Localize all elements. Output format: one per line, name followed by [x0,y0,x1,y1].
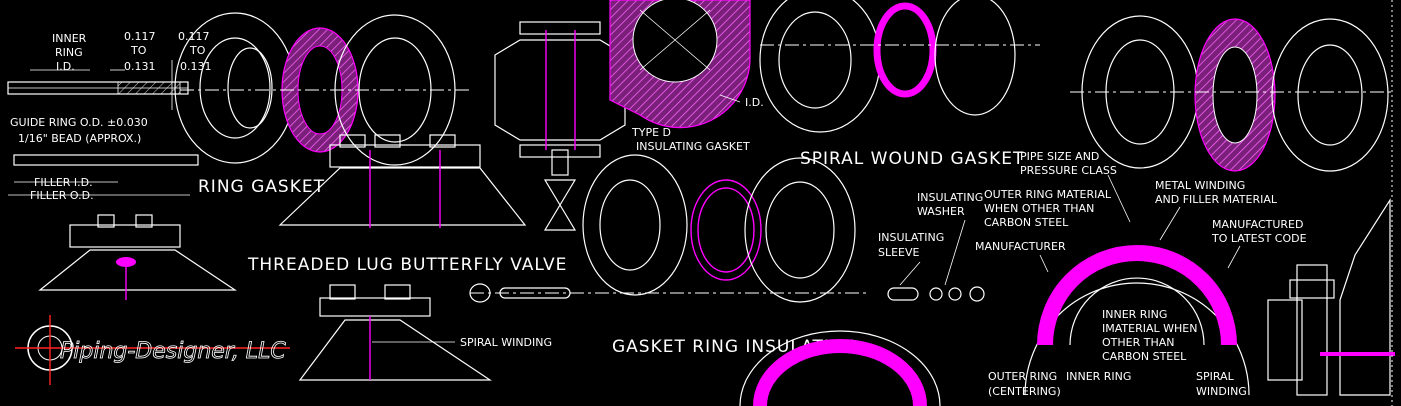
label-inner-ring-mat-2: IMATERIAL WHEN [1102,322,1197,335]
label-metal-winding-1: METAL WINDING [1155,179,1245,192]
spiral-winding-detail: SPIRAL WINDING [298,284,552,381]
label-insulating-washer-2: WASHER [917,205,965,218]
label-dim-a-2: TO [130,44,147,57]
label-pipe-size-2: PRESSURE CLASS [1020,164,1117,177]
label-insulating-washer-1: INSULATING [917,191,983,204]
logo: Piping-Designer, LLC [15,315,290,385]
label-outer-ring-1: OUTER RING [988,370,1057,383]
label-id: I.D. [745,96,764,109]
label-dim-a-3: 0.131 [124,60,156,73]
ring-gasket-flange: RING GASKET [174,12,470,197]
label-bead: 1/16" BEAD (APPROX.) [18,132,141,145]
label-dim-a-1: 0.117 [124,30,156,43]
label-inner-ring-1: INNER [52,32,87,45]
right-flange [1070,15,1395,172]
label-manufactured-2: TO LATEST CODE [1211,232,1307,245]
label-inner-ring-3: I.D. [56,60,75,73]
right-bolt-detail [1267,197,1395,396]
ring-gasket-section: INNER RING I.D. 0.117 TO 0.131 0.117 TO … [7,30,237,300]
label-spiral-1: SPIRAL [1196,370,1235,383]
sleeve-washers: INSULATING WASHER INSULATING SLEEVE [878,191,985,302]
title-threaded-lug: THREADED LUG BUTTERFLY VALVE [247,255,567,275]
label-spiral-winding: SPIRAL WINDING [460,336,552,349]
label-inner-ring: INNER RING [1066,370,1131,383]
label-manufacturer: MANUFACTURER [975,240,1066,253]
label-type-d-2: INSULATING GASKET [636,140,750,153]
label-outer-ring-mat-2: WHEN OTHER THAN [984,202,1094,215]
label-insulating-sleeve-2: SLEEVE [878,246,920,259]
label-inner-ring-mat-4: CARBON STEEL [1102,350,1187,363]
partial-outer-ring [739,330,941,406]
label-guide-ring: GUIDE RING O.D. ±0.030 [10,116,148,129]
label-filler-od: FILLER O.D. [30,189,94,202]
label-inner-ring-mat-1: INNER RING [1102,308,1167,321]
logo-text: Piping-Designer, LLC [60,339,286,364]
butterfly-valve-section: THREADED LUG BUTTERFLY VALVE [247,134,567,275]
valve-body [494,21,626,231]
label-pipe-size-1: PIPE SIZE AND [1020,150,1099,163]
label-filler-id: FILLER I.D. [34,176,93,189]
partial-spiral-ring [753,339,927,406]
title-spiral-wound: SPIRAL WOUND GASKET [800,149,1024,169]
spiral-gasket-callout: PIPE SIZE AND PRESSURE CLASS OUTER RING … [975,150,1307,398]
label-outer-ring-mat-1: OUTER RING MATERIAL [984,188,1112,201]
label-dim-b-2: TO [189,44,206,57]
label-outer-ring-2: (CENTERING) [988,385,1061,398]
label-metal-winding-2: AND FILLER MATERIAL [1155,193,1278,206]
flat-gasket: I.D. [609,0,764,129]
title-ring-gasket: RING GASKET [198,177,325,197]
label-spiral-2: WINDING [1196,385,1247,398]
label-manufactured-1: MANUFACTURED [1212,218,1303,231]
spiral-wound-flange: SPIRAL WOUND GASKET [759,0,1040,169]
label-inner-ring-mat-3: OTHER THAN [1102,336,1174,349]
label-insulating-sleeve-1: INSULATING [878,231,944,244]
label-outer-ring-mat-3: CARBON STEEL [984,216,1069,229]
label-type-d-1: TYPE D [631,126,671,139]
label-inner-ring-2: RING [55,46,83,59]
label-dim-b-1: 0.117 [178,30,210,43]
label-dim-b-3: 0.131 [180,60,212,73]
